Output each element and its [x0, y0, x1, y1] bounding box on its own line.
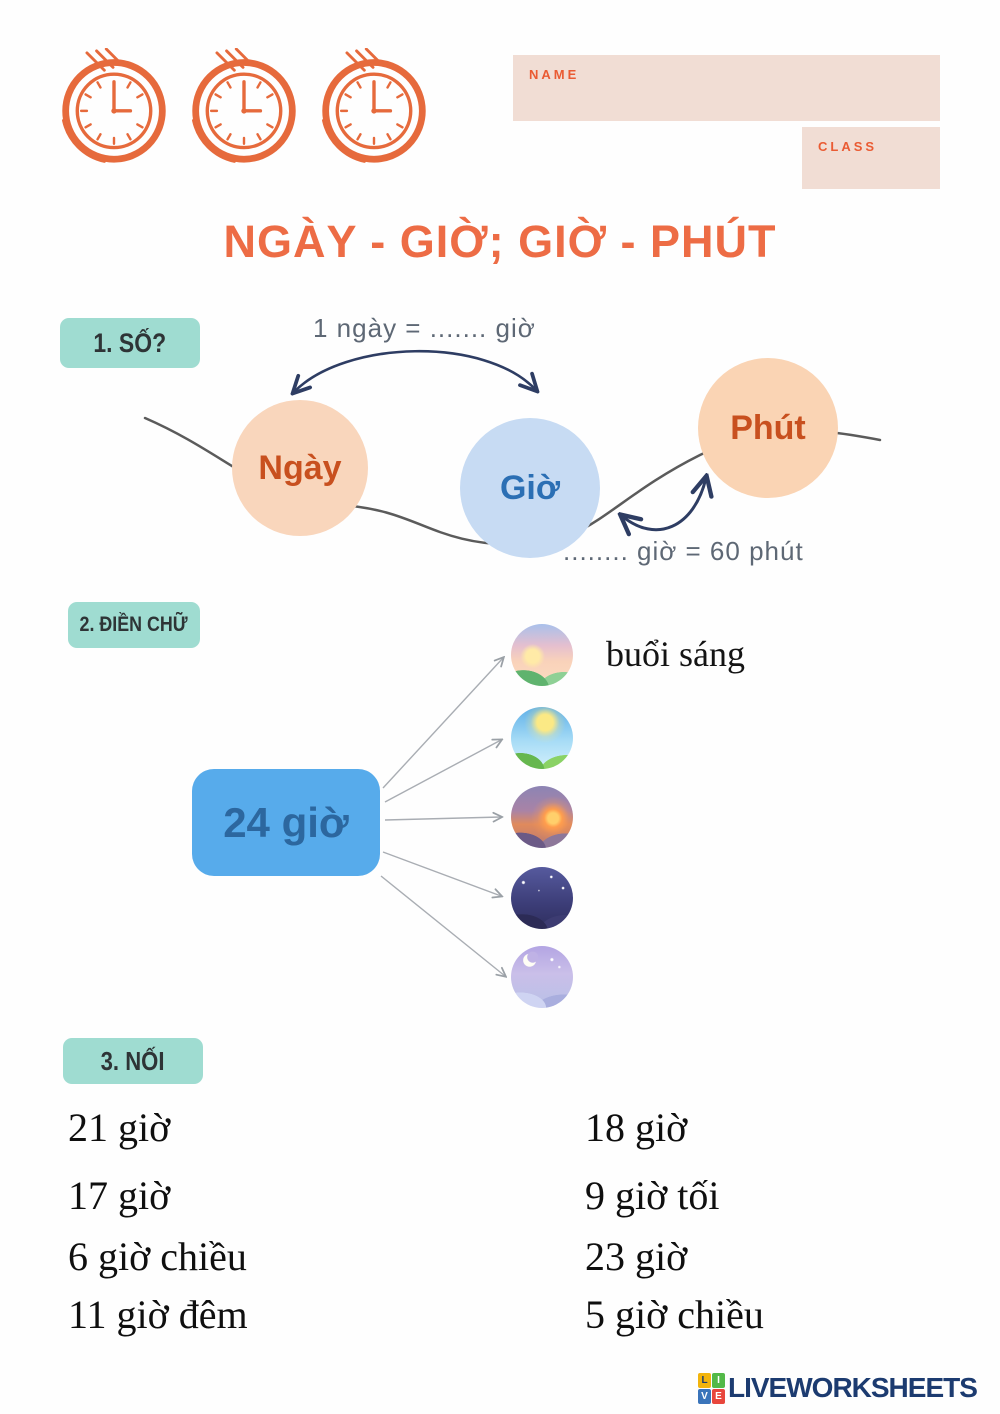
liveworksheets-footer[interactable]: L I V E LIVEWORKSHEETS: [698, 1372, 978, 1404]
match-item-18h[interactable]: 18 giờ: [585, 1105, 688, 1150]
liveworksheets-logo-icon: L I V E: [698, 1372, 725, 1404]
name-field-label: NAME: [529, 67, 580, 82]
section1-chip: 1. SỐ?: [60, 318, 200, 368]
match-item-17h[interactable]: 17 giờ: [68, 1173, 171, 1218]
clock-icon: [322, 48, 426, 163]
class-field[interactable]: CLASS: [802, 127, 940, 189]
name-field[interactable]: NAME: [513, 55, 940, 121]
clock-icon: [192, 48, 296, 163]
answer-buoi-sang[interactable]: buổi sáng: [606, 634, 745, 674]
section3-chip: 3. NỐI: [63, 1038, 203, 1084]
equation-hour-minutes: ........ giờ = 60 phút: [563, 536, 804, 566]
match-item-23h[interactable]: 23 giờ: [585, 1234, 688, 1279]
late-night-landscape-image[interactable]: [511, 946, 573, 1008]
clock-icon: [62, 48, 166, 163]
node-minute: Phút: [698, 358, 838, 498]
night-landscape-image[interactable]: [511, 867, 573, 929]
node-hour: Giờ: [460, 418, 600, 558]
equation-day-hours: 1 ngày = ....... giờ: [313, 313, 536, 343]
match-item-9h-toi[interactable]: 9 giờ tối: [585, 1173, 720, 1218]
class-field-label: CLASS: [818, 139, 878, 154]
match-item-5h-chieu[interactable]: 5 giờ chiều: [585, 1292, 764, 1337]
match-item-11h-dem[interactable]: 11 giờ đêm: [68, 1292, 248, 1337]
section2-connector-lines: [380, 590, 1000, 1020]
page-title: NGÀY - GIỜ; GIỜ - PHÚT: [223, 216, 777, 267]
section2-chip: 2. ĐIỀN CHỮ: [68, 602, 200, 648]
hours-box: 24 giờ: [192, 769, 380, 876]
brand-name: LIVEWORKSHEETS: [728, 1372, 978, 1403]
match-item-21h[interactable]: 21 giờ: [68, 1105, 171, 1150]
noon-landscape-image[interactable]: [511, 707, 573, 769]
match-item-6h-chieu[interactable]: 6 giờ chiều: [68, 1234, 247, 1279]
node-day: Ngày: [232, 400, 368, 536]
morning-landscape-image[interactable]: [511, 624, 573, 686]
sunset-landscape-image[interactable]: [511, 786, 573, 848]
